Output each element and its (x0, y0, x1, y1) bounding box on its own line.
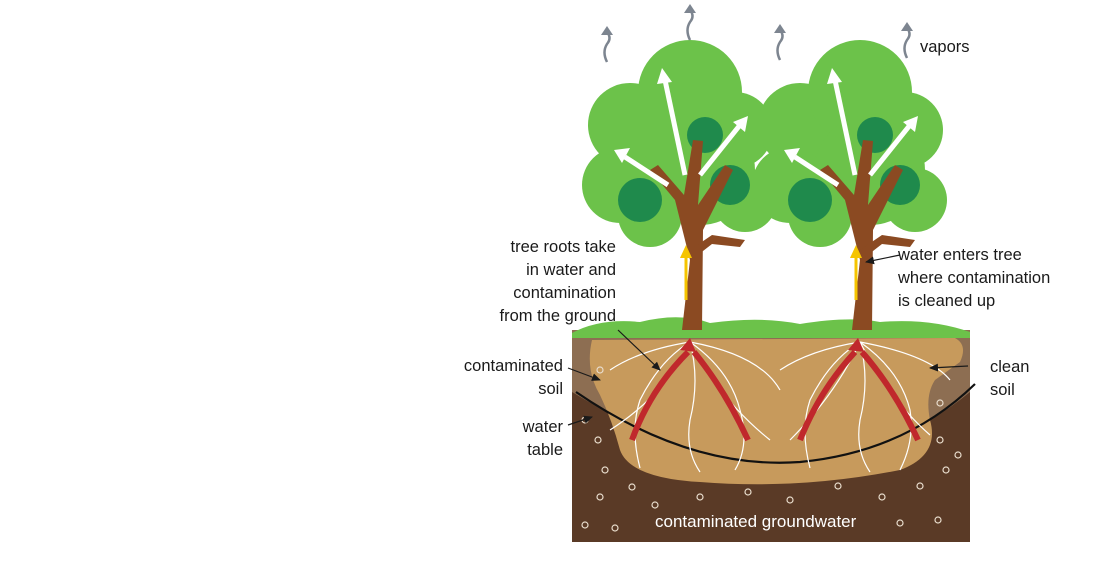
uptake-arrows (629, 349, 921, 442)
transpiration-arrows (623, 79, 742, 188)
vapors-label: vapors (920, 38, 970, 56)
ground-section (572, 317, 976, 542)
water-enters-label: water enters tree where contamination is… (898, 246, 1051, 310)
pebbles (581, 366, 962, 532)
grass (572, 317, 970, 338)
vapor-icon (776, 29, 784, 61)
vapor-icon (603, 31, 611, 63)
uptake-arrow (859, 350, 921, 442)
vapor-arrows (603, 9, 911, 63)
clean-soil-label: clean soil (990, 358, 1030, 399)
vapor-icon (686, 9, 694, 41)
uptake-arrow (691, 350, 751, 442)
uptake-arrowheads (680, 338, 864, 352)
tree-trunk (650, 140, 733, 330)
tree-left (582, 40, 777, 330)
vapor-icon (903, 27, 911, 59)
groundwater-label: contaminated groundwater (655, 512, 857, 531)
uptake-arrow (797, 349, 858, 442)
leader-lines (567, 254, 969, 426)
transpiration-arrows (793, 79, 912, 188)
roots-label: tree roots take in water and contaminati… (499, 238, 616, 325)
water-table-line (575, 383, 976, 464)
contaminated-soil-label: contaminated soil (463, 357, 563, 398)
tree-trunk (820, 140, 903, 330)
uptake-arrow (629, 349, 691, 442)
water-table-label: water table (522, 418, 563, 459)
tree-right (752, 40, 947, 330)
